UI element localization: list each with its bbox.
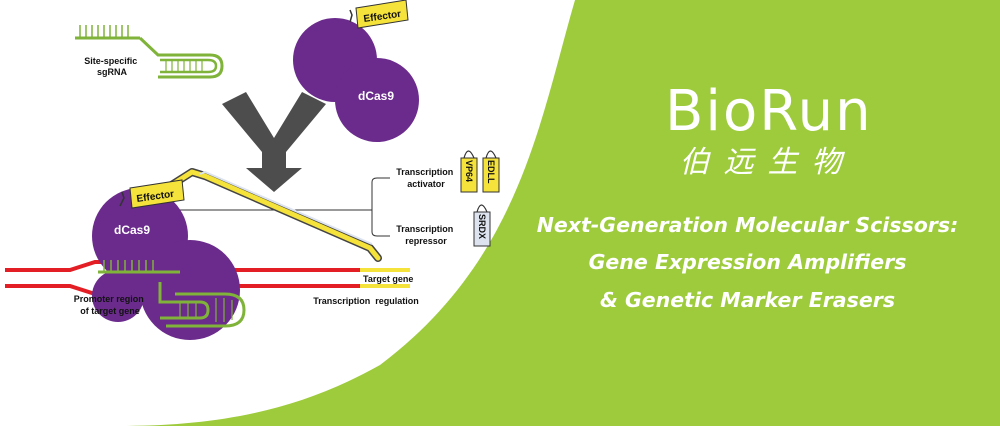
bound-sgrna-icon [98,260,246,328]
effector-tag-bottom [119,179,185,209]
sgrna-label: Site-specific sgRNA [84,56,140,77]
promoter-label-line1: Promoter region [74,294,144,304]
repressor-label-line1: Transcription [396,224,453,234]
effector-tag-top [355,0,409,29]
target-gene-label: Target gene [363,274,413,284]
vp64-tag [460,150,478,193]
headline-line-1: Next-Generation Molecular Scissors: [536,213,959,237]
repressor-label-line2: repressor [405,236,447,246]
activator-label-line1: Transcription [396,167,453,177]
vp64-label: VP64 [464,160,474,182]
dcas9-label-bottom: dCas9 [114,223,150,237]
headline-line-2: Gene Expression Amplifiers [588,250,907,274]
sgrna-label-line2: sgRNA [97,67,128,77]
sgrna-icon [75,25,224,79]
effector-label-top: Effector [363,9,402,25]
merge-arrow-icon [222,92,326,192]
edll-label: EDLL [486,160,496,184]
edll-tag [482,150,500,193]
srdx-tag [473,204,491,247]
activator-label: Transcription activator [396,167,456,189]
sgrna-label-line1: Site-specific [84,56,137,66]
brand-logo-latin: BioRun [665,79,873,144]
headline-line-3: & Genetic Marker Erasers [599,288,896,312]
effector-label-bottom: Effector [136,189,175,205]
promoter-label-line2: of target gene [80,306,140,316]
repressor-label: Transcription repressor [396,224,456,246]
srdx-label: SRDX [477,214,487,239]
target-gene-bar [360,268,410,288]
effector-linker [166,168,382,262]
dcas9-label-top: dCas9 [358,89,394,103]
dcas9-protein-top [293,0,419,142]
brand-logo-chinese: 伯远生物 [679,145,856,180]
promoter-label: Promoter region of target gene [74,294,147,316]
activator-label-line2: activator [407,179,445,189]
dcas9-complex-bottom [92,188,240,340]
regulation-label: Transcription regulation [313,296,419,306]
